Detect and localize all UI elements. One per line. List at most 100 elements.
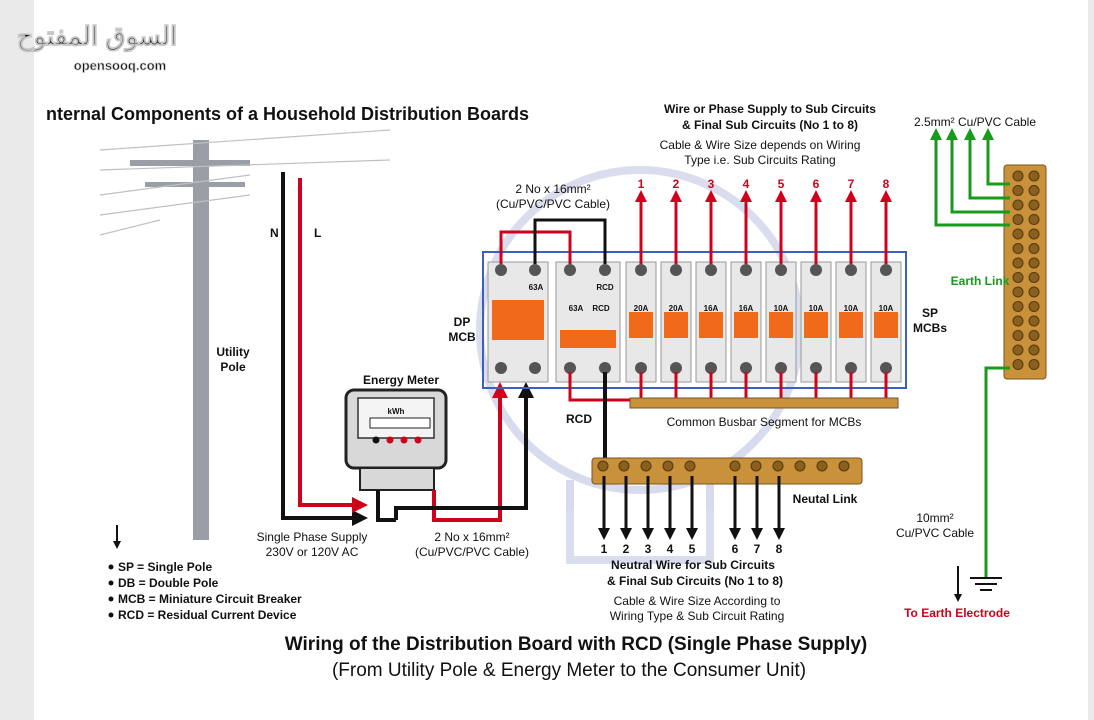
phase-supply-wire xyxy=(298,178,368,513)
phase-supply-label-1: Wire or Phase Supply to Sub Circuits xyxy=(664,102,876,116)
kwh-label: kWh xyxy=(388,407,405,416)
neutral-link-stud-3 xyxy=(640,460,652,472)
earth-stud-right-7 xyxy=(1028,257,1040,269)
circuit-number-3: 3 xyxy=(708,177,715,191)
common-busbar xyxy=(629,397,899,409)
legend-item-rcd: RCD = Residual Current Device xyxy=(118,608,297,622)
neutral-link-label: Neutal Link xyxy=(793,492,858,506)
neutral-link-stud-10 xyxy=(816,460,828,472)
meter-phase-out-wire xyxy=(432,382,508,522)
earth-stud-left-9 xyxy=(1012,286,1024,298)
cable-top-label-1: 2 No x 16mm² xyxy=(515,182,590,196)
energy-meter-label: Energy Meter xyxy=(363,373,439,387)
sp-mcb-bottom-terminal-6 xyxy=(810,362,822,374)
logo-latin-text: opensooq.com xyxy=(74,58,166,73)
neutral-number-7: 7 xyxy=(754,542,761,556)
earth-stud-right-6 xyxy=(1028,243,1040,254)
left-frame-border xyxy=(0,0,34,720)
neutral-link-stud-11 xyxy=(838,460,850,472)
sp-mcb-bottom-terminal-8 xyxy=(880,362,892,374)
circuit-number-1: 1 xyxy=(638,177,645,191)
earth-stud-left-4 xyxy=(1012,214,1024,225)
phase-size-label-2: Type i.e. Sub Circuits Rating xyxy=(684,153,835,167)
neutral-supply-wire xyxy=(281,172,368,526)
neutral-number-2: 2 xyxy=(623,542,630,556)
neutral-link-stud-7 xyxy=(750,460,762,472)
supply-label-2: 230V or 120V AC xyxy=(266,545,359,559)
rcd-rating-amps: 63A xyxy=(569,304,584,313)
sp-mcb-bottom-terminal-5 xyxy=(775,362,787,374)
earth-stud-left-1 xyxy=(1012,170,1024,182)
earth-stud-right-10 xyxy=(1028,301,1040,312)
neutral-number-8: 8 xyxy=(776,542,783,556)
earth-link-label: Earth Link xyxy=(951,274,1010,288)
neutral-link-stud-5 xyxy=(684,460,696,472)
circuit-number-8: 8 xyxy=(883,177,890,191)
rcd-rating-type: RCD xyxy=(592,304,610,313)
right-frame-border xyxy=(1088,0,1094,720)
sp-mcb-top-terminal-2 xyxy=(670,264,682,276)
neutral-link-stud-8 xyxy=(772,460,784,472)
legend-item-mcb: MCB = Miniature Circuit Breaker xyxy=(118,592,302,606)
rcd-brand-label: RCD xyxy=(596,283,614,292)
dp-to-rcd-neutral-wire xyxy=(533,218,607,264)
circuit-number-5: 5 xyxy=(778,177,785,191)
sp-mcb-toggle-6 xyxy=(804,312,828,338)
neutral-size-label-2: Wiring Type & Sub Circuit Rating xyxy=(610,609,785,623)
neutral-number-6: 6 xyxy=(732,542,739,556)
sp-mcb-top-terminal-7 xyxy=(845,264,857,276)
sp-mcb-rating-2: 20A xyxy=(669,304,684,313)
earth-stud-left-10 xyxy=(1012,301,1024,312)
sp-mcb-bottom-terminal-7 xyxy=(845,362,857,374)
legend: SP = Single Pole DB = Double Pole MCB = … xyxy=(108,560,302,622)
circuit-number-4: 4 xyxy=(743,177,750,191)
sp-mcb-rating-6: 10A xyxy=(809,304,824,313)
cable-top-label-2: (Cu/PVC/PVC Cable) xyxy=(496,197,610,211)
line-l-label: L xyxy=(314,226,321,240)
earth-stud-right-9 xyxy=(1028,286,1040,298)
rcd-label: RCD xyxy=(566,412,592,426)
sp-mcb-top-terminal-8 xyxy=(880,264,892,276)
neutral-link-stud-1 xyxy=(597,460,609,472)
supply-label-1: Single Phase Supply xyxy=(257,530,368,544)
earth-link-studs xyxy=(1012,170,1040,370)
background-bulb-watermark xyxy=(476,166,804,564)
earth-cable-bottom-label-2: Cu/PVC Cable xyxy=(896,526,974,540)
sp-mcbs-label-2: MCBs xyxy=(913,321,947,335)
neutral-link-stud-4 xyxy=(662,460,674,472)
sp-mcb-top-terminal-5 xyxy=(775,264,787,276)
earth-link-bar xyxy=(1003,164,1047,380)
earth-stud-right-1 xyxy=(1028,170,1040,182)
sp-mcb-rating-1: 20A xyxy=(634,304,649,313)
neutral-n-label: N xyxy=(270,226,279,240)
earth-stud-left-5 xyxy=(1012,228,1024,240)
meter-neutral-out-wire xyxy=(376,490,396,522)
earth-output-wires xyxy=(930,128,1010,227)
earth-stud-right-2 xyxy=(1028,185,1040,196)
neutral-size-label-1: Cable & Wire Size According to xyxy=(614,594,781,608)
dp-mcb-label-2: MCB xyxy=(448,330,476,344)
earth-stud-right-13 xyxy=(1028,344,1040,356)
earth-stud-left-12 xyxy=(1012,330,1024,341)
earth-stud-left-13 xyxy=(1012,344,1024,356)
sp-mcb-rating-3: 16A xyxy=(704,304,719,313)
meter-neutral-to-db-wire xyxy=(394,382,534,520)
circuit-number-2: 2 xyxy=(673,177,680,191)
neutral-number-5: 5 xyxy=(689,542,696,556)
sp-mcb-rating-7: 10A xyxy=(844,304,859,313)
earth-stud-left-6 xyxy=(1012,243,1024,254)
sp-mcb-toggle-5 xyxy=(769,312,793,338)
neutral-link-bar xyxy=(591,457,863,485)
earth-stud-left-2 xyxy=(1012,185,1024,196)
earth-cable-bottom-label-1: 10mm² xyxy=(916,511,953,525)
earth-electrode-wire xyxy=(984,366,1010,578)
dp-mcb-label-1: DP xyxy=(454,315,471,329)
rcd-breaker xyxy=(555,261,621,383)
earth-cable-top-label: 2.5mm² Cu/PVC Cable xyxy=(914,115,1036,129)
sp-mcb-rating-8: 10A xyxy=(879,304,894,313)
circuit-number-6: 6 xyxy=(813,177,820,191)
neutral-wire-label-2: & Final Sub Circuits (No 1 to 8) xyxy=(607,574,783,588)
earth-stud-left-14 xyxy=(1012,359,1024,370)
neutral-link-stud-6 xyxy=(729,460,741,472)
